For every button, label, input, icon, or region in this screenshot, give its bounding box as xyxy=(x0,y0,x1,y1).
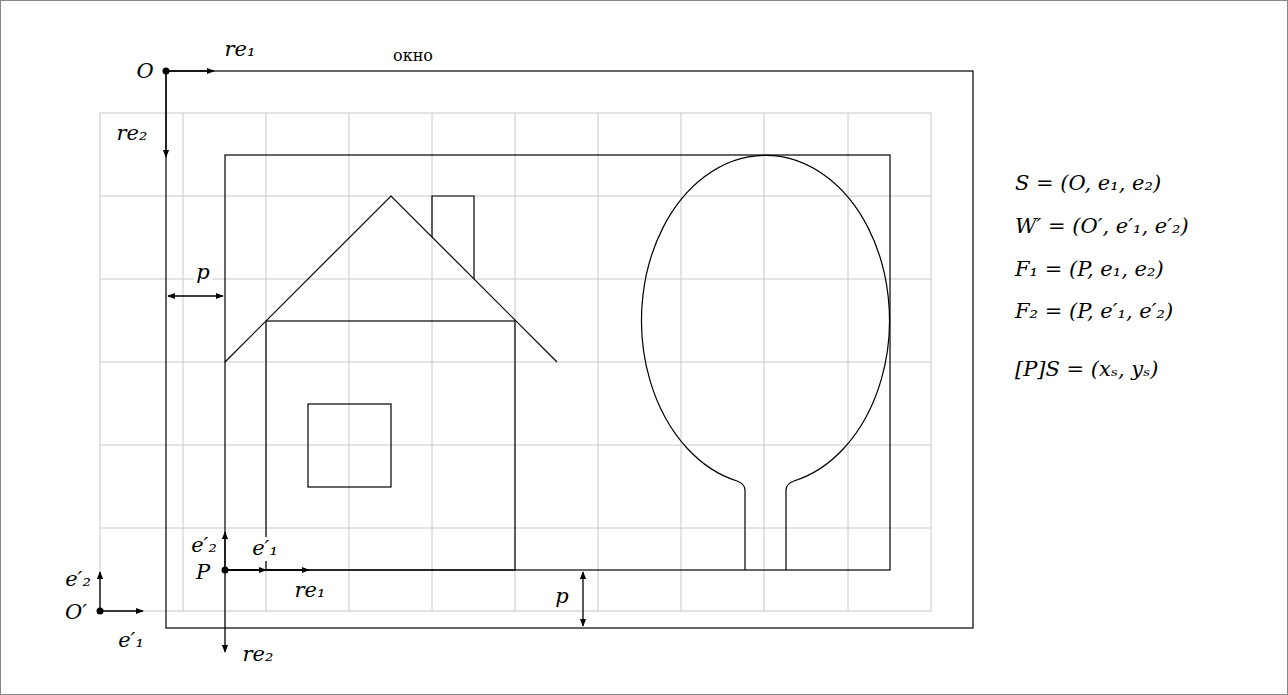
dimension-label: p xyxy=(553,585,570,608)
window-label: окно xyxy=(391,47,435,65)
axes xyxy=(100,71,583,652)
picture xyxy=(225,155,890,570)
axis-label: re₁ xyxy=(293,579,328,602)
dimension-label: p xyxy=(194,261,211,284)
origin-label: P xyxy=(194,561,212,584)
window-rect xyxy=(166,71,973,628)
frame-definition: F₂ = (P, e′₁, e′₂) xyxy=(1013,300,1175,323)
axis-label: e′₂ xyxy=(63,568,93,591)
frame-definition: F₁ = (P, e₁, e₂) xyxy=(1013,258,1166,281)
axis-label: e′₁ xyxy=(116,629,146,652)
coordinate-definition: [P]S = (xₛ, yₛ) xyxy=(1013,358,1160,381)
axis-label: e′₁ xyxy=(250,537,280,560)
origin-label: O′ xyxy=(63,601,89,624)
origin-dot xyxy=(97,608,104,615)
axis-label: re₂ xyxy=(241,643,276,666)
axis-label: e′₂ xyxy=(189,534,219,557)
frame-definition: W′ = (O′, e′₁, e′₂) xyxy=(1013,215,1191,238)
origin-label: O xyxy=(134,60,155,83)
origin-dot xyxy=(163,68,170,75)
frame-definition: S = (O, e₁, e₂) xyxy=(1013,172,1163,195)
axis-label: re₁ xyxy=(223,38,258,61)
origin-dot xyxy=(222,567,229,574)
grid xyxy=(100,113,931,611)
axis-label: re₂ xyxy=(115,122,150,145)
